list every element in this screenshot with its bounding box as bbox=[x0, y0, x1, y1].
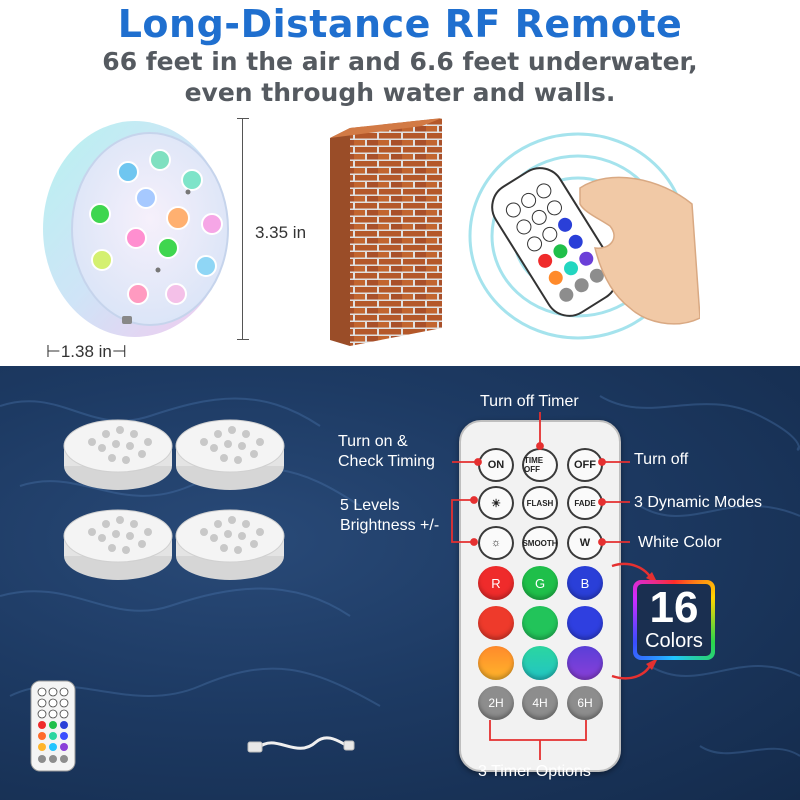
badge-number: 16 bbox=[649, 583, 699, 632]
small-remote-image bbox=[30, 680, 76, 772]
blue-button[interactable]: B bbox=[567, 566, 603, 600]
usb-cable-image bbox=[247, 736, 355, 753]
callout-turn-on-line1: Turn on & bbox=[338, 433, 408, 450]
brick-wall-image bbox=[330, 118, 442, 346]
height-dimension-line bbox=[237, 118, 249, 340]
color-button-orange-red[interactable] bbox=[478, 606, 514, 640]
width-dimension-label: ⊢1.38 in⊣ bbox=[46, 342, 127, 361]
callout-white-color: White Color bbox=[638, 534, 722, 551]
light-puck-3 bbox=[63, 509, 173, 580]
light-puck-2 bbox=[175, 419, 285, 490]
height-dimension-label: 3.35 in bbox=[255, 223, 307, 242]
light-puck-4 bbox=[175, 509, 285, 580]
callout-levels-line2: Brightness +/- bbox=[340, 517, 440, 534]
hand-remote-signal-image bbox=[468, 132, 700, 340]
red-button[interactable]: R bbox=[478, 566, 514, 600]
water-caustics-background bbox=[0, 395, 800, 757]
callout-dynamic-modes: 3 Dynamic Modes bbox=[634, 494, 763, 511]
time-off-button[interactable]: TIME OFF bbox=[522, 448, 558, 482]
top-panel: Long-Distance RF Remote 66 feet in the a… bbox=[0, 0, 800, 366]
color-button-purple[interactable] bbox=[567, 646, 603, 680]
callout-turn-off-timer: Turn off Timer bbox=[480, 393, 579, 410]
color-button-green[interactable] bbox=[522, 606, 558, 640]
on-button[interactable]: ON bbox=[478, 448, 514, 482]
subtitle-line-2: even through water and walls. bbox=[184, 78, 616, 107]
off-button[interactable]: OFF bbox=[567, 448, 603, 482]
submersible-light-image bbox=[43, 121, 229, 337]
timer-4h-button[interactable]: 4H bbox=[522, 686, 558, 720]
sun-bright-icon: ☀ bbox=[491, 497, 501, 510]
color-button-orange[interactable] bbox=[478, 646, 514, 680]
sun-dim-icon: ☼ bbox=[490, 537, 502, 549]
green-button[interactable]: G bbox=[522, 566, 558, 600]
callout-levels-line1: 5 Levels bbox=[340, 497, 400, 514]
callout-turn-off: Turn off bbox=[634, 451, 689, 468]
page-title: Long-Distance RF Remote bbox=[117, 2, 683, 46]
badge-inner: 16 Colors bbox=[637, 584, 711, 656]
brightness-up-button[interactable]: ☀ bbox=[478, 486, 514, 520]
fade-button[interactable]: FADE bbox=[567, 486, 603, 520]
callout-timer-options: 3 Timer Options bbox=[478, 763, 591, 780]
flash-button[interactable]: FLASH bbox=[522, 486, 558, 520]
badge-text: Colors bbox=[645, 630, 703, 652]
color-button-blue[interactable] bbox=[567, 606, 603, 640]
sixteen-colors-badge: 16 Colors bbox=[633, 580, 715, 660]
light-puck-1 bbox=[63, 419, 173, 490]
timer-6h-button[interactable]: 6H bbox=[567, 686, 603, 720]
bottom-panel bbox=[0, 366, 800, 800]
brightness-down-button[interactable]: ☼ bbox=[478, 526, 514, 560]
callout-turn-on-line2: Check Timing bbox=[338, 453, 435, 470]
subtitle-line-1: 66 feet in the air and 6.6 feet underwat… bbox=[102, 47, 698, 76]
color-button-cyan[interactable] bbox=[522, 646, 558, 680]
smooth-button[interactable]: SMOOTH bbox=[522, 526, 558, 560]
remote-control: ON TIME OFF OFF ☀ FLASH FADE ☼ SMOOTH W … bbox=[459, 420, 621, 772]
white-button[interactable]: W bbox=[567, 526, 603, 560]
width-value: 1.38 in bbox=[60, 342, 112, 361]
timer-2h-button[interactable]: 2H bbox=[478, 686, 514, 720]
